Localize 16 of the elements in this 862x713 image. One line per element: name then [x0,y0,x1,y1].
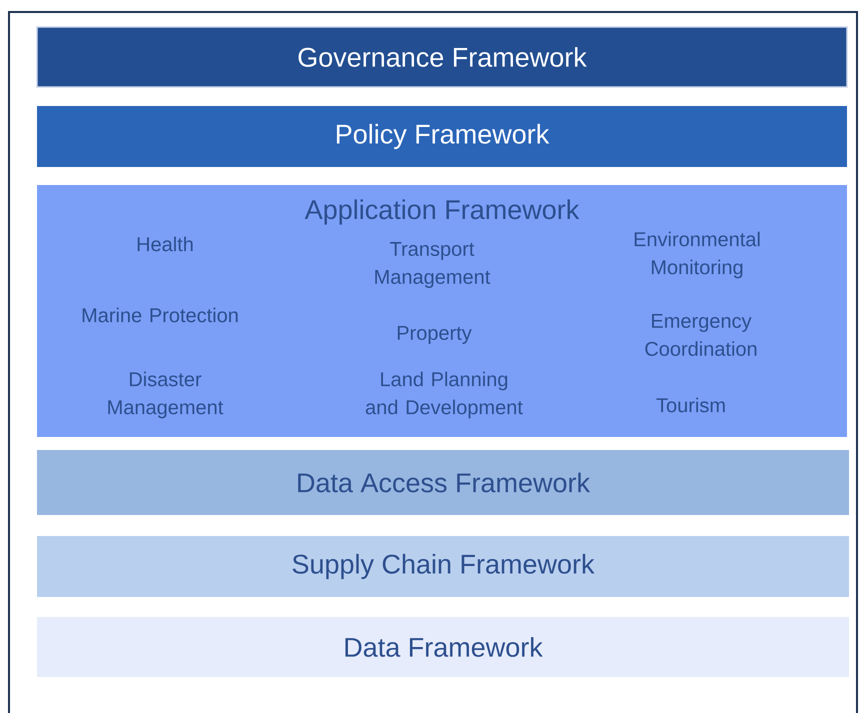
domain-label: Tourism [656,398,725,412]
domain-label: Disaster Management [108,372,224,418]
framework-band: Data Access Framework [37,450,849,515]
framework-band: Governance Framework [36,26,848,88]
domain-label: Emergency Coordination [645,314,756,356]
domain-label: Marine Protection [82,308,238,322]
band-title: Application Framework [304,199,580,225]
domain-label: Health [138,236,193,252]
domain-label: Land Planning and Development [366,372,523,418]
framework-band: Policy Framework [37,106,847,167]
domain-label: Property [398,326,472,344]
framework-band: Supply Chain Framework [37,536,849,597]
domain-label: Transport Management [375,242,490,288]
framework-band: Data Framework [37,617,849,677]
domain-label: Environmental Monitoring [634,232,760,278]
framework-band [37,185,847,437]
